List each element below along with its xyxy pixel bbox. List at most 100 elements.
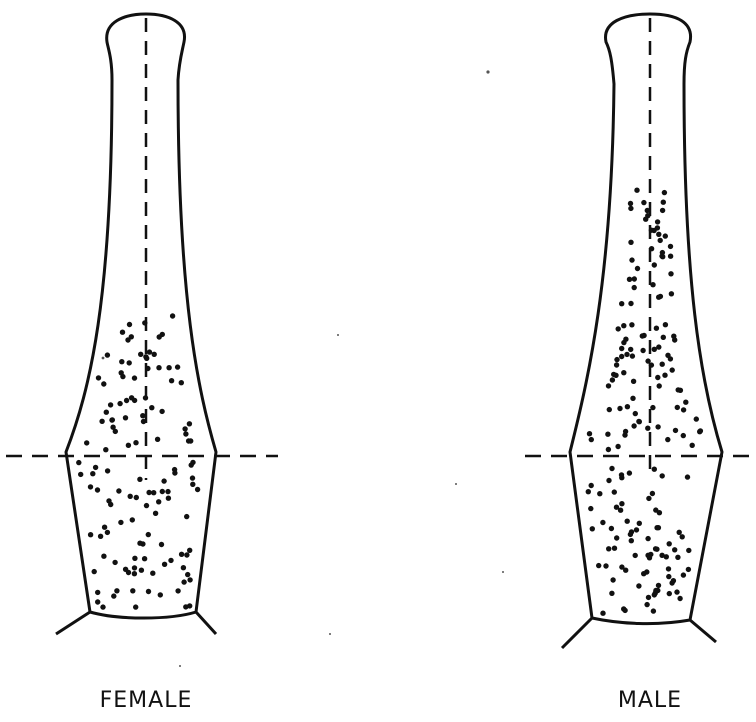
male-dot	[629, 322, 634, 327]
male-dot	[649, 246, 654, 251]
male-dot	[650, 282, 655, 287]
male-dot	[619, 346, 624, 351]
female-dot	[117, 401, 122, 406]
male-dot	[650, 491, 655, 496]
female-dot	[99, 419, 104, 424]
female-dot	[118, 520, 123, 525]
male-dot	[660, 473, 665, 478]
male-dot	[588, 506, 593, 511]
female-dot	[187, 603, 192, 608]
female-dot	[123, 415, 128, 420]
male-dot	[629, 538, 634, 543]
male-dot-cluster	[586, 188, 704, 616]
male-dot	[655, 219, 660, 224]
female-dot	[179, 380, 184, 385]
female-dot	[147, 349, 152, 354]
female-dot	[172, 470, 177, 475]
male-dot	[587, 431, 592, 436]
female-dot-cluster	[76, 313, 200, 610]
female-dot	[145, 366, 150, 371]
female-dot	[128, 494, 133, 499]
male-dot	[644, 602, 649, 607]
male-dot	[645, 426, 650, 431]
male-dot	[619, 472, 624, 477]
male-dot	[668, 244, 673, 249]
female-dot	[187, 577, 192, 582]
male-dot	[610, 577, 615, 582]
female-dot	[112, 560, 117, 565]
male-dot	[669, 291, 674, 296]
male-dot	[643, 217, 648, 222]
male-dot	[621, 323, 626, 328]
male-dot	[625, 404, 630, 409]
male-dot	[665, 437, 670, 442]
male-dot	[672, 547, 677, 552]
female-dot	[155, 437, 160, 442]
female-dot	[142, 556, 147, 561]
female-dot	[184, 552, 189, 557]
female-dot	[132, 375, 137, 380]
male-label: MALE	[618, 688, 682, 713]
female-dot	[125, 337, 130, 342]
male-dot	[614, 362, 619, 367]
male-dot	[607, 407, 612, 412]
female-dot	[132, 565, 137, 570]
male-dot	[655, 424, 660, 429]
female-dot	[149, 405, 154, 410]
male-dot	[627, 470, 632, 475]
male-dot	[603, 563, 608, 568]
male-dot	[631, 423, 636, 428]
male-dot	[660, 208, 665, 213]
male-dot	[606, 447, 611, 452]
male-dot	[656, 344, 661, 349]
male-dot	[628, 347, 633, 352]
female-dot	[166, 496, 171, 501]
male-dot	[621, 370, 626, 375]
female-dot	[90, 471, 95, 476]
male-dot	[610, 377, 615, 382]
male-dot	[646, 595, 651, 600]
female-dot	[105, 352, 110, 357]
female-dot	[150, 571, 155, 576]
male-dot	[641, 200, 646, 205]
male-dot	[645, 536, 650, 541]
male-dot	[656, 232, 661, 237]
female-dot	[162, 562, 167, 567]
male-dot	[655, 375, 660, 380]
male-dot	[681, 433, 686, 438]
male-dot	[659, 553, 664, 558]
male-dot	[661, 335, 666, 340]
female-dot	[119, 370, 124, 375]
male-dot	[628, 240, 633, 245]
female-dot	[141, 419, 146, 424]
male-dot	[609, 591, 614, 596]
male-dot	[663, 322, 668, 327]
male-dot	[631, 379, 636, 384]
female-dot	[124, 398, 129, 403]
male-dot	[606, 383, 611, 388]
female-dot	[133, 604, 138, 609]
female-dot	[92, 569, 97, 574]
male-dot	[630, 353, 635, 358]
female-dot	[101, 381, 106, 386]
female-dot	[111, 593, 116, 598]
scan-specks	[102, 70, 504, 667]
male-dot	[627, 277, 632, 282]
male-dot	[686, 567, 691, 572]
female-dot	[102, 525, 107, 530]
female-bone-diagram	[6, 14, 278, 634]
male-dot	[652, 262, 657, 267]
female-dot	[126, 570, 131, 575]
female-dot	[139, 568, 144, 573]
female-dot	[134, 495, 139, 500]
male-dot	[632, 276, 637, 281]
male-dot	[698, 428, 703, 433]
male-dot	[662, 373, 667, 378]
male-dot	[623, 568, 628, 573]
male-dot	[678, 388, 683, 393]
male-dot	[609, 526, 614, 531]
female-dot	[105, 468, 110, 473]
female-dot	[175, 364, 180, 369]
female-dot	[144, 356, 149, 361]
female-dot	[151, 490, 156, 495]
